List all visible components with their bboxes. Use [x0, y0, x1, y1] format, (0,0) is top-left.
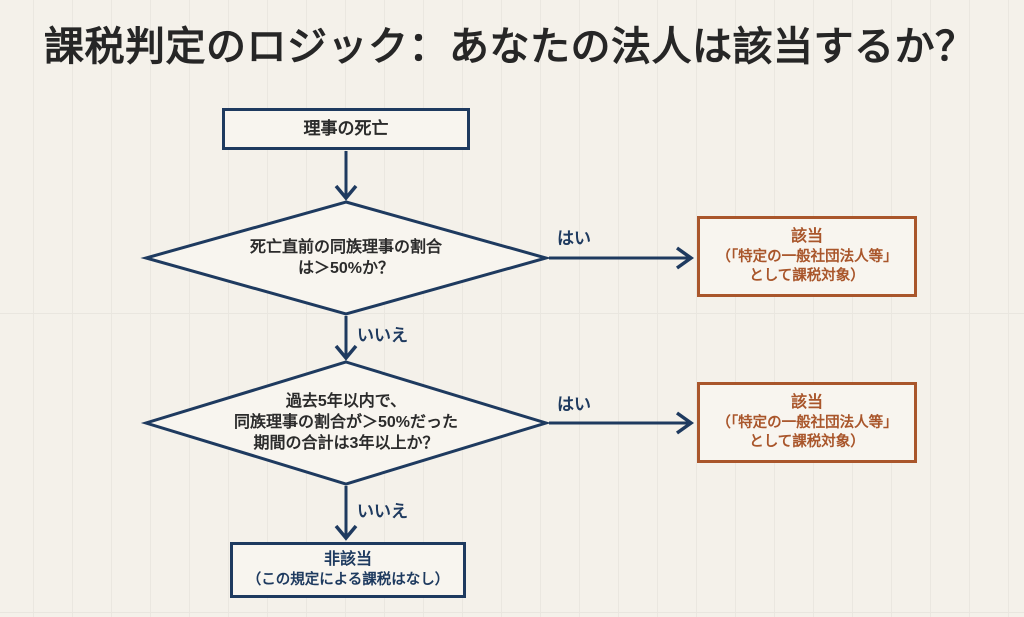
decision-1-line: は＞50%か？: [297, 260, 395, 277]
result-node-taxable-1: 該当 （「特定の一般社団法人等」 として課税対象）: [697, 216, 917, 297]
decision-1-line: 死亡直前の同族理事の割合: [249, 239, 442, 256]
result-not-taxable-detail: （この規定による課税はなし）: [246, 572, 450, 589]
result-taxable-2-detail: （「特定の一般社団法人等」: [716, 414, 898, 431]
result-taxable-1-heading: 該当: [790, 228, 823, 246]
result-taxable-2-detail: として課税対象）: [749, 434, 865, 451]
arrowhead-down-icon: [334, 524, 358, 541]
decision-2-line: 過去5年以内で、: [285, 393, 407, 410]
page-title: 課税判定のロジック：あなたの法人は該当するか？: [44, 25, 976, 69]
arrowhead-right-icon: [675, 411, 695, 435]
result-taxable-2-heading: 該当: [790, 394, 823, 412]
arrowhead-right-icon: [675, 246, 695, 270]
result-node-not-taxable: 非該当 （この規定による課税はなし）: [230, 542, 466, 598]
horizontal-gridline: [0, 313, 1024, 314]
start-node: 理事の死亡: [222, 108, 470, 150]
arrowhead-down-icon: [334, 344, 358, 361]
decision-node-2-text: 過去5年以内で、 同族理事の割合が＞50%だった 期間の合計は3年以上か？: [146, 391, 546, 454]
result-node-taxable-2: 該当 （「特定の一般社団法人等」 として課税対象）: [697, 382, 917, 463]
horizontal-gridline: [0, 612, 1024, 613]
result-taxable-1-detail: として課税対象）: [749, 268, 865, 285]
result-taxable-1-detail: （「特定の一般社団法人等」: [716, 248, 898, 265]
start-node-label: 理事の死亡: [303, 118, 389, 138]
edge-label-no-1: いいえ: [357, 326, 408, 345]
decision-2-line: 期間の合計は3年以上か？: [253, 435, 439, 452]
edge-label-yes-1: はい: [557, 229, 591, 248]
decision-node-1-text: 死亡直前の同族理事の割合 は＞50%か？: [146, 237, 546, 279]
result-not-taxable-heading: 非該当: [323, 551, 372, 569]
decision-2-line: 同族理事の割合が＞50%だった: [233, 414, 459, 431]
arrowhead-down-icon: [334, 184, 358, 201]
edge-label-no-2: いいえ: [357, 502, 408, 521]
edge-label-yes-2: はい: [557, 395, 591, 414]
